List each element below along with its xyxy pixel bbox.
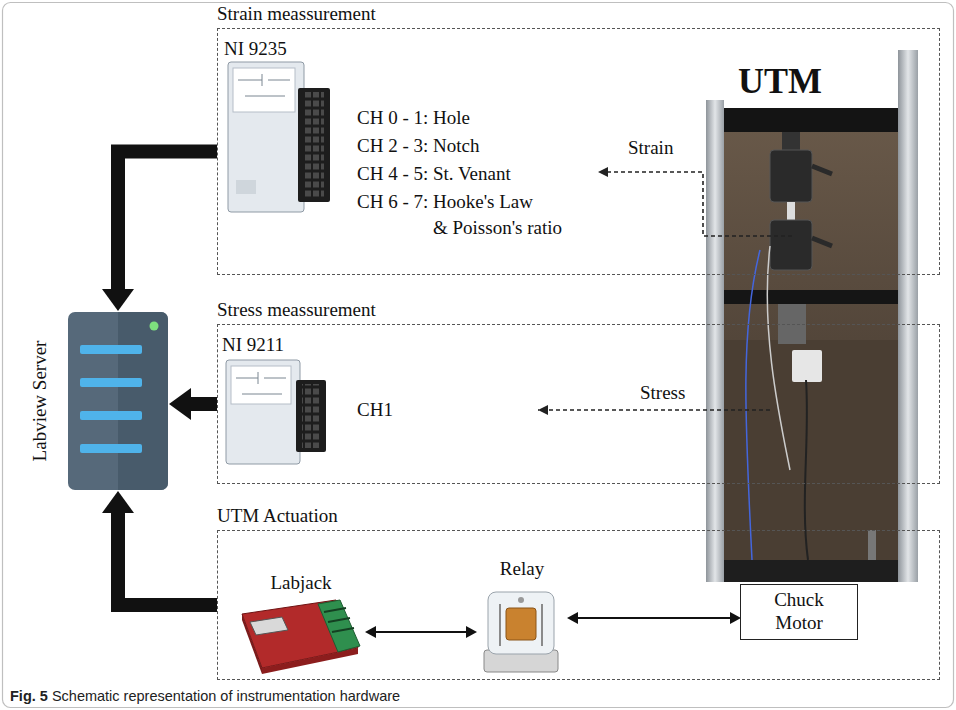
signal-label: Strain <box>628 137 673 159</box>
utm-photo-part <box>767 246 790 470</box>
labjack-device-part <box>324 608 354 632</box>
device-label: Labjack <box>270 572 331 594</box>
ni9211-module-part <box>296 380 326 452</box>
ni9211-module-part <box>236 372 286 394</box>
server-label: Labview Server <box>29 341 51 462</box>
channel-label: CH 6 - 7: Hooke's Law & Poisson's ratio <box>357 189 562 241</box>
ni9235-module-part <box>238 74 290 96</box>
ni9211-module <box>226 360 326 464</box>
strain-leader <box>598 172 792 236</box>
relay-device-part <box>506 608 536 640</box>
control-arrow <box>376 631 466 633</box>
ni9235-module <box>228 62 330 212</box>
figure-frame <box>3 3 954 708</box>
caption-number: Fig. 5 <box>10 688 48 704</box>
relay-device <box>484 592 558 672</box>
ni9235-module-part <box>298 88 330 202</box>
channel-label: CH1 <box>357 399 393 421</box>
server-icon <box>68 312 168 490</box>
machine-title: UTM <box>734 62 826 102</box>
relay-device-part <box>500 604 542 646</box>
control-arrow <box>578 617 730 619</box>
utm-photo-part <box>812 238 832 246</box>
channel-label: CH 2 - 3: Notch <box>357 135 479 157</box>
server-icon-part <box>68 312 168 490</box>
motor-box: Chuck Motor <box>740 584 858 640</box>
utm-photo-part <box>868 530 876 560</box>
panel-title: Strain meassurement <box>217 3 376 25</box>
measurement-panel: Strain meassurementNI 9235 <box>217 28 940 275</box>
ni9235-module-part <box>236 180 256 194</box>
actuation-panel: UTM ActuationLabjackRelayChuck Motor <box>217 530 940 680</box>
utm-photo-part <box>812 166 832 174</box>
relay-device-part <box>488 592 554 654</box>
ni9211-module-part <box>302 384 320 448</box>
ni9235-module-part <box>233 68 295 112</box>
daq-module: NI 9235 <box>222 38 334 216</box>
ni9211-module-part <box>231 366 291 404</box>
utm-photo-part <box>724 108 898 132</box>
utm-photo-part <box>787 202 795 220</box>
labjack-device: Labjack <box>236 572 366 674</box>
data-flow-arrow <box>118 152 217 290</box>
server-icon-part <box>80 378 142 387</box>
measurement-panel: Stress meassurementNI 9211 <box>217 324 940 484</box>
relay-device: Relay <box>476 558 568 676</box>
labjack-device-part <box>262 648 358 674</box>
module-label: NI 9211 <box>222 334 284 356</box>
server-node: Labview Server <box>66 310 170 492</box>
ni9211-module-part <box>226 360 300 464</box>
utm-photo-part <box>898 50 918 582</box>
channel-label: CH 0 - 1: Hole <box>357 107 470 129</box>
utm-photo <box>706 50 918 582</box>
text-line: & Poisson's ratio <box>357 215 562 241</box>
channel-label: CH 4 - 5: St. Venant <box>357 163 511 185</box>
relay-device-part <box>518 597 524 603</box>
box-label: Chuck Motor <box>751 589 847 635</box>
labjack-device-part <box>318 600 360 652</box>
utm-photo-part <box>746 250 760 560</box>
utm-photo-part <box>706 108 918 582</box>
figure-caption: Fig. 5 Schematic representation of instr… <box>10 688 400 705</box>
server-icon-part <box>80 411 142 420</box>
data-flow-arrow <box>191 397 217 411</box>
server-icon-part <box>150 322 159 331</box>
utm-photo-part <box>770 150 812 202</box>
labjack-device <box>242 600 360 674</box>
ni9235-module-part <box>228 62 304 212</box>
utm-machine: UTM <box>706 56 918 582</box>
stress-leader <box>538 409 770 411</box>
data-flow-arrow <box>118 513 217 605</box>
signal-label: Stress <box>640 382 685 404</box>
server-icon-part <box>80 345 142 354</box>
module-label: NI 9235 <box>224 38 287 60</box>
daq-module: NI 9211 <box>220 334 332 468</box>
utm-photo-part <box>805 380 808 560</box>
panel-title: UTM Actuation <box>217 505 338 527</box>
device-label: Relay <box>500 558 544 580</box>
utm-photo-part <box>792 350 822 382</box>
utm-photo-part <box>782 132 800 150</box>
utm-photo-part <box>706 100 724 582</box>
utm-photo-part <box>770 220 812 270</box>
panel-title: Stress meassurement <box>217 299 376 321</box>
labjack-device-part <box>250 617 288 635</box>
server-icon-part <box>118 312 168 490</box>
server-icon-part <box>80 444 142 453</box>
utm-photo-part <box>724 560 898 582</box>
ni9235-module-part <box>304 92 324 198</box>
